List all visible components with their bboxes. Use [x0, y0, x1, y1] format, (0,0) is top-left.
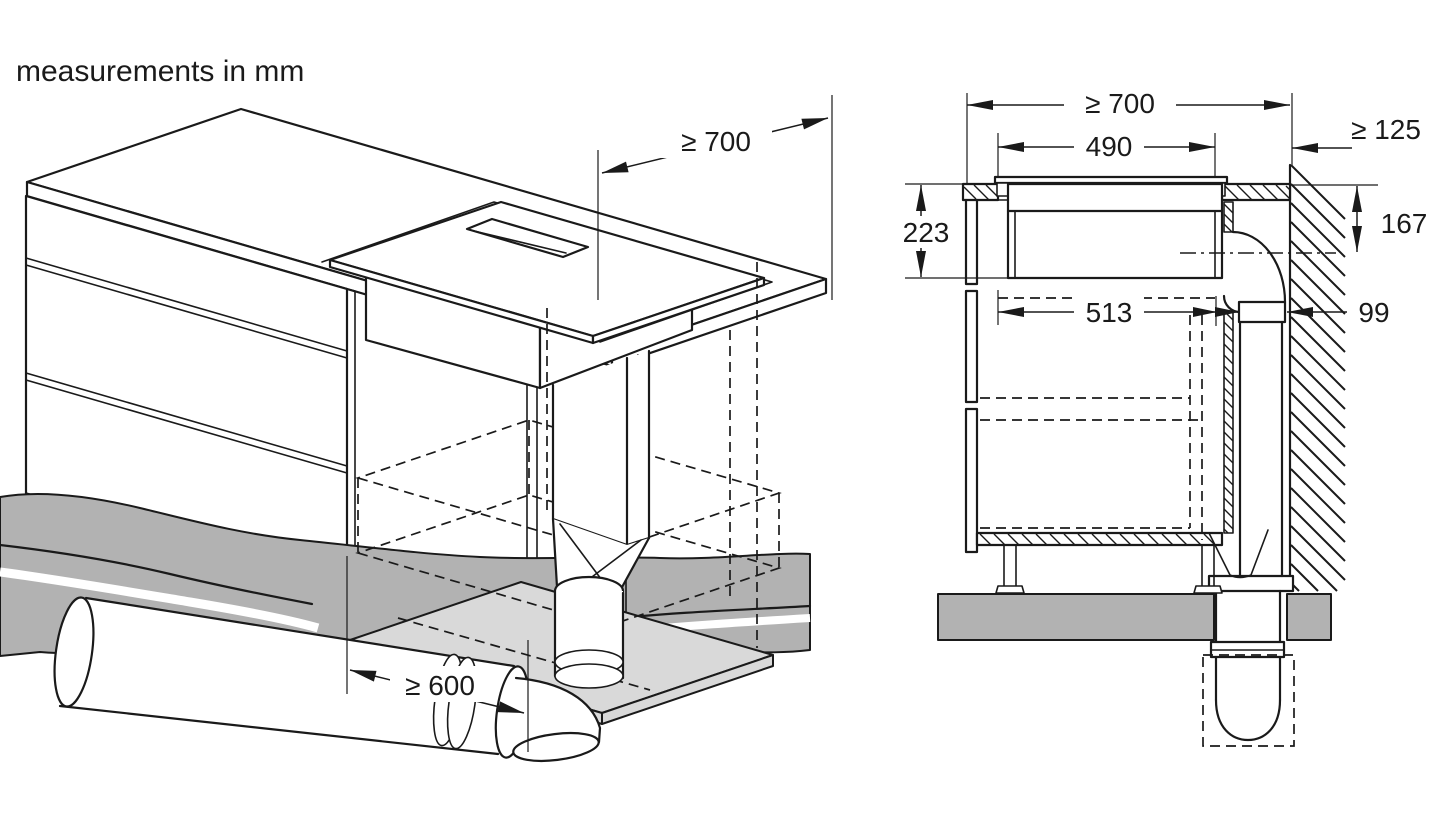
dim-offset-513: 513: [997, 290, 1236, 330]
dim-label-490: 490: [1086, 131, 1133, 162]
section-view: ≥ 700 490 ≥ 125 223: [898, 84, 1428, 747]
dim-wall-125: ≥ 125: [1292, 114, 1421, 153]
dim-duct-99: 99: [1215, 297, 1390, 328]
dim-cutout-490: 490: [997, 128, 1216, 176]
dim-height-167: 167: [1292, 184, 1428, 252]
perspective-view: ≥ 700 ≥ 600: [0, 95, 833, 763]
funnel-transition: [553, 519, 649, 589]
page-title: measurements in mm: [16, 55, 304, 88]
dim-depth-700: ≥ 700: [597, 95, 833, 300]
dim-label-513: 513: [1086, 297, 1133, 328]
dim-label-section-700: ≥ 700: [1085, 88, 1155, 119]
dim-section-700: ≥ 700: [966, 84, 1290, 183]
duct-through-floor: [1202, 574, 1295, 747]
dim-label-125: ≥ 125: [1351, 114, 1421, 145]
floor-slab: [937, 593, 1332, 641]
dim-label-depth-700: ≥ 700: [681, 126, 751, 157]
duct-connector: [1237, 300, 1287, 324]
wall: [1288, 93, 1346, 592]
hob-section: [993, 175, 1229, 280]
cabinet-feet: [995, 544, 1223, 594]
cabinet-section: [905, 182, 1292, 594]
duct-elbow-section: [1180, 230, 1336, 578]
dim-label-99: 99: [1358, 297, 1389, 328]
dim-label-duct-600: ≥ 600: [405, 670, 475, 701]
dim-label-223: 223: [903, 217, 950, 248]
dim-label-167: 167: [1381, 208, 1428, 239]
hob-glass-3d: [321, 200, 773, 345]
cabinet-divider: [346, 288, 356, 548]
floor-tube: [60, 598, 514, 754]
divider-back-edge: [526, 377, 538, 579]
vent-slot: [465, 217, 590, 259]
dim-height-223: 223: [898, 185, 1008, 279]
dim-duct-600: ≥ 600: [346, 556, 529, 752]
hidden-interior-lines: [980, 297, 1215, 540]
